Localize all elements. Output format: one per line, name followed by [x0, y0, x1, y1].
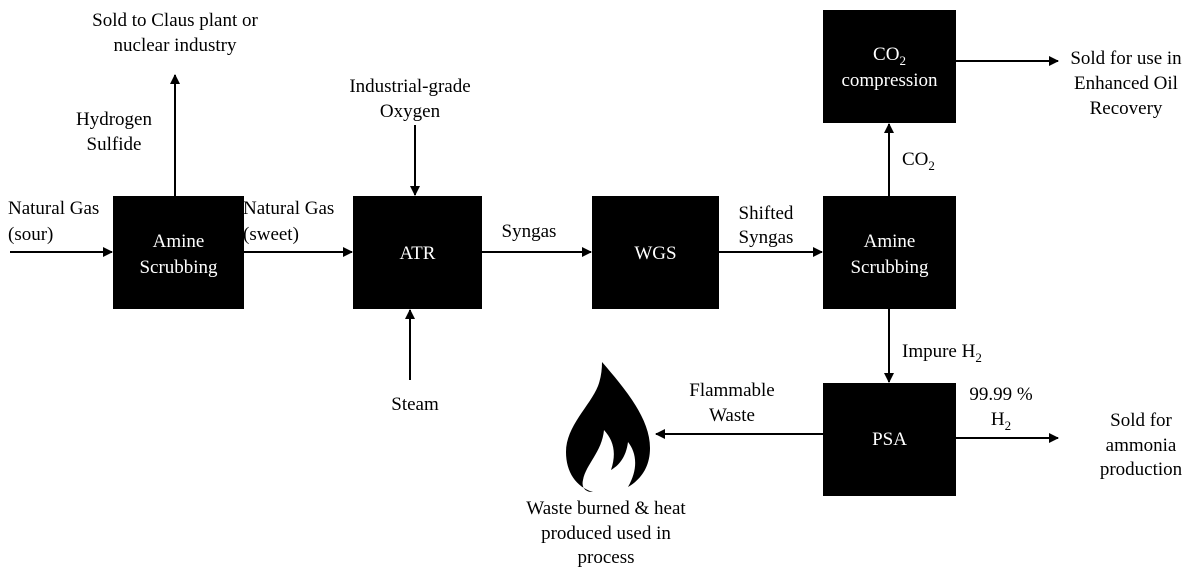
- wgs-box: WGS: [592, 196, 719, 309]
- purity-h2-main: H: [991, 409, 1005, 430]
- sold-ammonia-label-line1: Sold for: [1110, 410, 1172, 431]
- amine-scrubbing-2-label-line2: Scrubbing: [850, 257, 929, 278]
- sold-claus-label-line2: nuclear industry: [114, 35, 237, 56]
- syngas-label: Syngas: [502, 221, 557, 242]
- co2-compression-label-line2: compression: [841, 70, 938, 91]
- hydrogen-sulfide-label-line1: Hydrogen: [76, 109, 152, 130]
- atr-box: ATR: [353, 196, 482, 309]
- purity-label-line2: H2: [991, 409, 1011, 433]
- amine-scrubbing-1-box: Amine Scrubbing: [113, 196, 244, 309]
- co2-stream-subscript: 2: [928, 158, 935, 173]
- impure-h2-subscript: 2: [975, 350, 982, 365]
- impure-h2-label: Impure H2: [902, 341, 982, 365]
- psa-label: PSA: [872, 429, 907, 450]
- co2-box-main: CO: [873, 44, 899, 65]
- amine-scrubbing-1-label-line2: Scrubbing: [139, 257, 218, 278]
- sold-eor-label-line3: Recovery: [1090, 98, 1163, 119]
- shifted-syngas-label-line1: Shifted: [739, 203, 794, 224]
- ng-sour-label-line1: Natural Gas: [8, 198, 99, 219]
- amine-scrubbing-2-label-line1: Amine: [864, 231, 916, 252]
- sold-eor-label-line2: Enhanced Oil: [1074, 73, 1178, 94]
- oxygen-label-line1: Industrial-grade: [349, 76, 470, 97]
- sold-claus-label-line1: Sold to Claus plant or: [92, 10, 258, 31]
- steam-label: Steam: [391, 394, 439, 415]
- waste-burned-label-line1: Waste burned & heat: [526, 498, 686, 519]
- amine-scrubbing-2-box: Amine Scrubbing: [823, 196, 956, 309]
- sold-ammonia-label-line3: production: [1100, 459, 1183, 480]
- waste-burned-label-line3: process: [578, 547, 635, 567]
- hydrogen-sulfide-label-line2: Sulfide: [87, 134, 142, 155]
- co2-compression-label-line1: CO2: [873, 44, 906, 68]
- psa-box: PSA: [823, 383, 956, 496]
- ng-sweet-label-line1: Natural Gas: [243, 198, 334, 219]
- wgs-label: WGS: [634, 243, 676, 264]
- purity-label-line1: 99.99 %: [969, 384, 1033, 405]
- ng-sour-label-line2: (sour): [8, 224, 53, 245]
- flame-icon: [566, 362, 650, 492]
- oxygen-label-line2: Oxygen: [380, 101, 441, 122]
- flammable-waste-label-line1: Flammable: [689, 380, 774, 401]
- atr-label: ATR: [400, 243, 436, 264]
- sold-eor-label-line1: Sold for use in: [1070, 48, 1182, 69]
- co2-compression-box: CO2 compression: [823, 10, 956, 123]
- amine-scrubbing-1-label-line1: Amine: [153, 231, 205, 252]
- shifted-syngas-label-line2: Syngas: [739, 227, 794, 248]
- purity-h2-subscript: 2: [1005, 418, 1012, 433]
- waste-burned-label-line2: produced used in: [541, 523, 671, 544]
- co2-stream-main: CO: [902, 149, 928, 170]
- co2-box-subscript: 2: [899, 53, 906, 68]
- sold-ammonia-label-line2: ammonia: [1106, 435, 1177, 456]
- ng-sweet-label-line2: (sweet): [243, 224, 299, 245]
- flammable-waste-label-line2: Waste: [709, 405, 755, 426]
- impure-h2-main: Impure H: [902, 341, 976, 362]
- co2-stream-label: CO2: [902, 149, 935, 173]
